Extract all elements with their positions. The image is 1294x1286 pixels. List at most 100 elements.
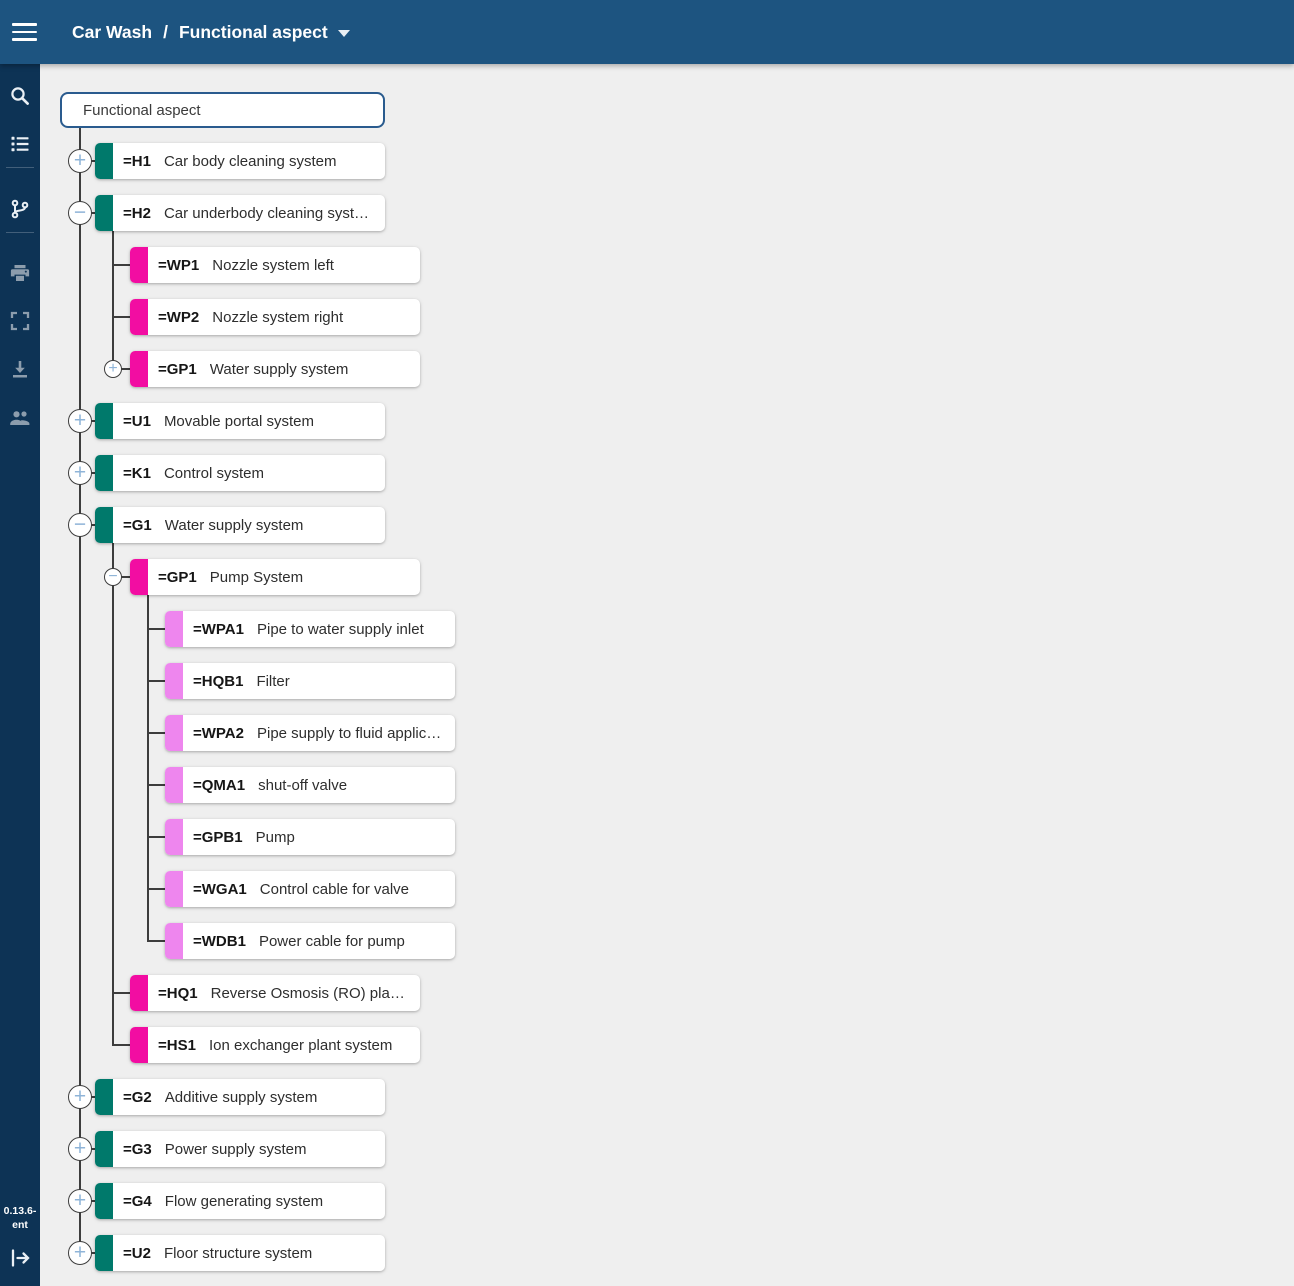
expand-toggle[interactable]: + <box>68 409 92 433</box>
connector-line <box>112 264 130 266</box>
connector-line <box>91 160 96 162</box>
connector-line <box>91 212 96 214</box>
download-icon[interactable] <box>8 357 32 381</box>
collapse-toggle[interactable]: − <box>68 513 92 537</box>
connector-line <box>147 888 165 890</box>
connector-line <box>91 420 96 422</box>
connector-line <box>91 1148 96 1150</box>
connector-line <box>112 316 130 318</box>
node-g1[interactable]: =G1 Water supply system <box>95 507 385 543</box>
users-icon[interactable] <box>8 405 32 429</box>
collapse-toggle[interactable]: − <box>68 201 92 225</box>
expand-toggle[interactable]: + <box>68 1137 92 1161</box>
node-tag <box>165 923 183 959</box>
node-k1[interactable]: =K1 Control system <box>95 455 385 491</box>
node-tag <box>165 611 183 647</box>
tree-root-node[interactable]: Functional aspect <box>60 92 385 128</box>
expand-toggle[interactable]: + <box>68 149 92 173</box>
node-wp1[interactable]: =WP1 Nozzle system left <box>130 247 420 283</box>
fullscreen-icon[interactable] <box>8 309 32 333</box>
top-bar: Car Wash / Functional aspect <box>0 0 1294 64</box>
node-gp1-pump[interactable]: =GP1 Pump System <box>130 559 420 595</box>
chevron-down-icon[interactable] <box>337 30 350 37</box>
node-u1[interactable]: =U1 Movable portal system <box>95 403 385 439</box>
version-label: 0.13.6- ent <box>3 1205 37 1231</box>
connector-line <box>147 595 149 941</box>
expand-toggle[interactable]: + <box>68 1085 92 1109</box>
connector-line <box>121 576 130 578</box>
connector-line <box>91 524 96 526</box>
node-hqb1[interactable]: =HQB1 Filter <box>165 663 455 699</box>
logout-icon[interactable] <box>8 1246 32 1270</box>
node-tag <box>130 1027 148 1063</box>
node-wdb1[interactable]: =WDB1 Power cable for pump <box>165 923 455 959</box>
connector-line <box>147 732 165 734</box>
breadcrumb: Car Wash / Functional aspect <box>72 0 350 64</box>
node-tag <box>165 819 183 855</box>
node-tag <box>95 143 113 179</box>
connector-line <box>91 1200 96 1202</box>
node-tag <box>95 1079 113 1115</box>
connector-line <box>112 992 130 994</box>
node-g4[interactable]: =G4 Flow generating system <box>95 1183 385 1219</box>
node-g2[interactable]: =G2 Additive supply system <box>95 1079 385 1115</box>
breadcrumb-aspect[interactable]: Functional aspect <box>178 21 328 42</box>
node-tag <box>95 507 113 543</box>
list-view-icon[interactable] <box>8 132 32 156</box>
connector-line <box>91 472 96 474</box>
node-tag <box>165 715 183 751</box>
node-hs1[interactable]: =HS1 Ion exchanger plant system <box>130 1027 420 1063</box>
node-tag <box>165 767 183 803</box>
node-tag <box>95 1131 113 1167</box>
node-tag <box>130 299 148 335</box>
connector-line <box>147 628 165 630</box>
node-tag <box>95 1235 113 1271</box>
node-tag <box>95 195 113 231</box>
connector-line <box>147 940 165 942</box>
node-gp1-water[interactable]: =GP1 Water supply system <box>130 351 420 387</box>
connector-line <box>112 1044 130 1046</box>
node-tag <box>130 247 148 283</box>
connector-line <box>112 543 114 1045</box>
sidebar-divider <box>6 167 34 168</box>
menu-icon[interactable] <box>12 21 37 43</box>
node-tag <box>95 403 113 439</box>
print-icon[interactable] <box>8 261 32 285</box>
node-tag <box>95 1183 113 1219</box>
node-tag <box>130 975 148 1011</box>
expand-toggle[interactable]: + <box>68 1241 92 1265</box>
expand-toggle[interactable]: + <box>68 461 92 485</box>
node-qma1[interactable]: =QMA1 shut-off valve <box>165 767 455 803</box>
sidebar-divider <box>6 232 34 233</box>
connector-line <box>91 1252 96 1254</box>
search-icon[interactable] <box>8 84 32 108</box>
node-tag <box>130 351 148 387</box>
connector-line <box>79 128 81 1253</box>
node-u2[interactable]: =U2 Floor structure system <box>95 1235 385 1271</box>
node-g3[interactable]: =G3 Power supply system <box>95 1131 385 1167</box>
node-tag <box>95 455 113 491</box>
node-wpa1[interactable]: =WPA1 Pipe to water supply inlet <box>165 611 455 647</box>
node-wp2[interactable]: =WP2 Nozzle system right <box>130 299 420 335</box>
breadcrumb-project[interactable]: Car Wash <box>72 21 153 42</box>
connector-line <box>147 784 165 786</box>
node-tag <box>165 871 183 907</box>
node-tag <box>165 663 183 699</box>
node-h1[interactable]: =H1 Car body cleaning system <box>95 143 385 179</box>
tree-root-label: Functional aspect <box>83 101 201 119</box>
connector-line <box>121 368 130 370</box>
sidebar: 0.13.6- ent <box>0 64 40 1286</box>
node-wpa2[interactable]: =WPA2 Pipe supply to fluid applic… <box>165 715 455 751</box>
connector-line <box>147 680 165 682</box>
connector-line <box>112 231 114 369</box>
tree-branch-icon[interactable] <box>8 197 32 221</box>
node-hq1[interactable]: =HQ1 Reverse Osmosis (RO) plan… <box>130 975 420 1011</box>
node-gpb1[interactable]: =GPB1 Pump <box>165 819 455 855</box>
breadcrumb-separator: / <box>163 21 168 42</box>
expand-toggle[interactable]: + <box>104 360 122 378</box>
expand-toggle[interactable]: + <box>68 1189 92 1213</box>
node-wga1[interactable]: =WGA1 Control cable for valve <box>165 871 455 907</box>
node-h2[interactable]: =H2 Car underbody cleaning syst… <box>95 195 385 231</box>
collapse-toggle[interactable]: − <box>104 568 122 586</box>
